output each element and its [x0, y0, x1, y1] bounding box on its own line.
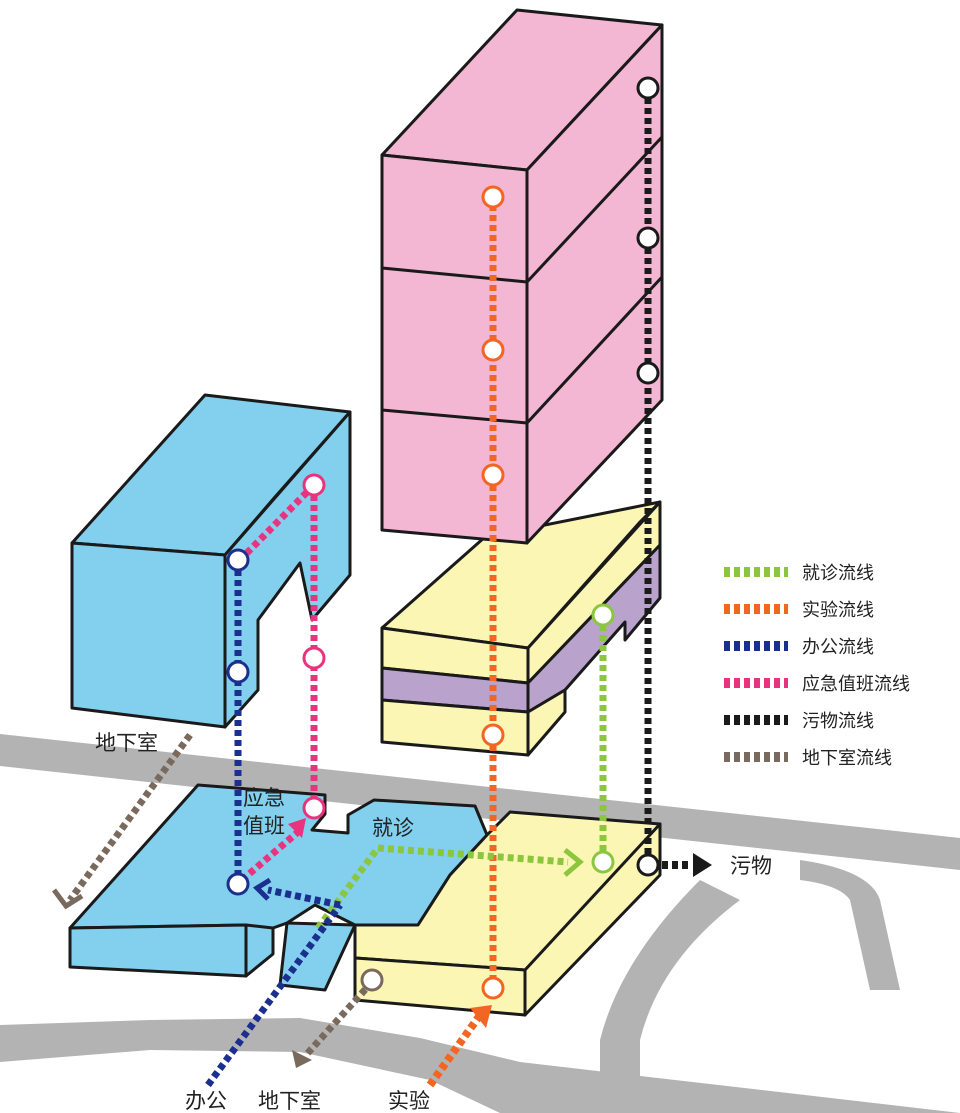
label-emergency-line1: 应急	[243, 786, 285, 810]
emergency-node-2	[302, 646, 326, 670]
blue-ramp	[278, 921, 357, 992]
basement-line-bottom	[303, 979, 375, 1058]
waste-node-3	[636, 361, 660, 385]
road-curve-right	[600, 880, 740, 1113]
waste-node-4	[636, 853, 660, 877]
yellow-podium-side	[523, 822, 662, 1017]
pink-tower-front	[380, 153, 529, 545]
emergency-line-bottom	[239, 829, 301, 883]
labels: 地下室 应急 值班 就诊 污物 办公 地下室 实验	[95, 731, 772, 1113]
lab-node-2	[481, 338, 505, 362]
legend-label-5: 地下室流线	[802, 748, 892, 769]
label-clinic: 就诊	[372, 816, 414, 840]
emergency-node-1	[302, 473, 326, 497]
lab-node-1	[481, 185, 505, 209]
waste-node-2	[636, 226, 660, 250]
legend-label-1: 实验流线	[802, 600, 874, 621]
road-main	[0, 734, 960, 870]
lab-node-3	[481, 463, 505, 487]
nodes	[226, 76, 660, 1000]
blue-podium-side	[244, 923, 275, 978]
emergency-line-top	[237, 482, 317, 563]
office-arrow	[252, 877, 272, 901]
basement-line-left	[67, 732, 193, 903]
basement-arrow-bottom	[292, 1050, 312, 1068]
emergency-arrow	[288, 818, 306, 838]
lab-node-4	[481, 723, 505, 747]
basement-arrow-left	[52, 888, 84, 910]
label-lab: 实验	[388, 1089, 430, 1113]
blue-podium-front	[68, 923, 248, 978]
office-line-entry	[205, 902, 343, 1088]
road-corner	[800, 860, 900, 990]
yellow-block-side-bottom	[526, 688, 567, 757]
road-bottom	[0, 1018, 960, 1113]
office-node-2	[226, 660, 250, 684]
lab-line-entry	[426, 1012, 484, 1088]
label-basement-left: 地下室	[95, 731, 158, 755]
legend-label-2: 办公流线	[802, 637, 874, 658]
basement-node-1	[360, 968, 384, 992]
office-node-3	[226, 872, 250, 896]
waste-arrow	[693, 853, 712, 877]
clinic-node-2	[591, 850, 615, 874]
yellow-podium	[353, 810, 662, 1017]
office-line-turn	[267, 886, 341, 909]
office-node-1	[226, 548, 250, 572]
label-waste: 污物	[730, 854, 772, 878]
lab-node-5	[481, 976, 505, 1000]
blue-tower-front	[70, 541, 227, 729]
blue-tower	[70, 393, 352, 729]
yellow-block	[380, 500, 662, 757]
waste-node-1	[636, 76, 660, 100]
pink-tower-side	[525, 23, 664, 545]
emergency-node-3	[302, 796, 326, 820]
pink-floor-line-1	[381, 135, 664, 284]
lab-arrow	[470, 1005, 492, 1028]
pink-tower	[380, 8, 664, 545]
legend-label-3: 应急值班流线	[802, 674, 910, 695]
clinic-arrow	[563, 848, 584, 877]
legend-label-4: 污物流线	[802, 711, 874, 732]
label-emergency-line2: 值班	[243, 814, 285, 838]
label-basement-bottom: 地下室	[258, 1089, 321, 1113]
label-office: 办公	[185, 1089, 227, 1113]
pink-floor-line-2	[381, 275, 664, 425]
clinic-node-1	[591, 603, 615, 627]
legend-label-0: 就诊流线	[802, 563, 874, 584]
